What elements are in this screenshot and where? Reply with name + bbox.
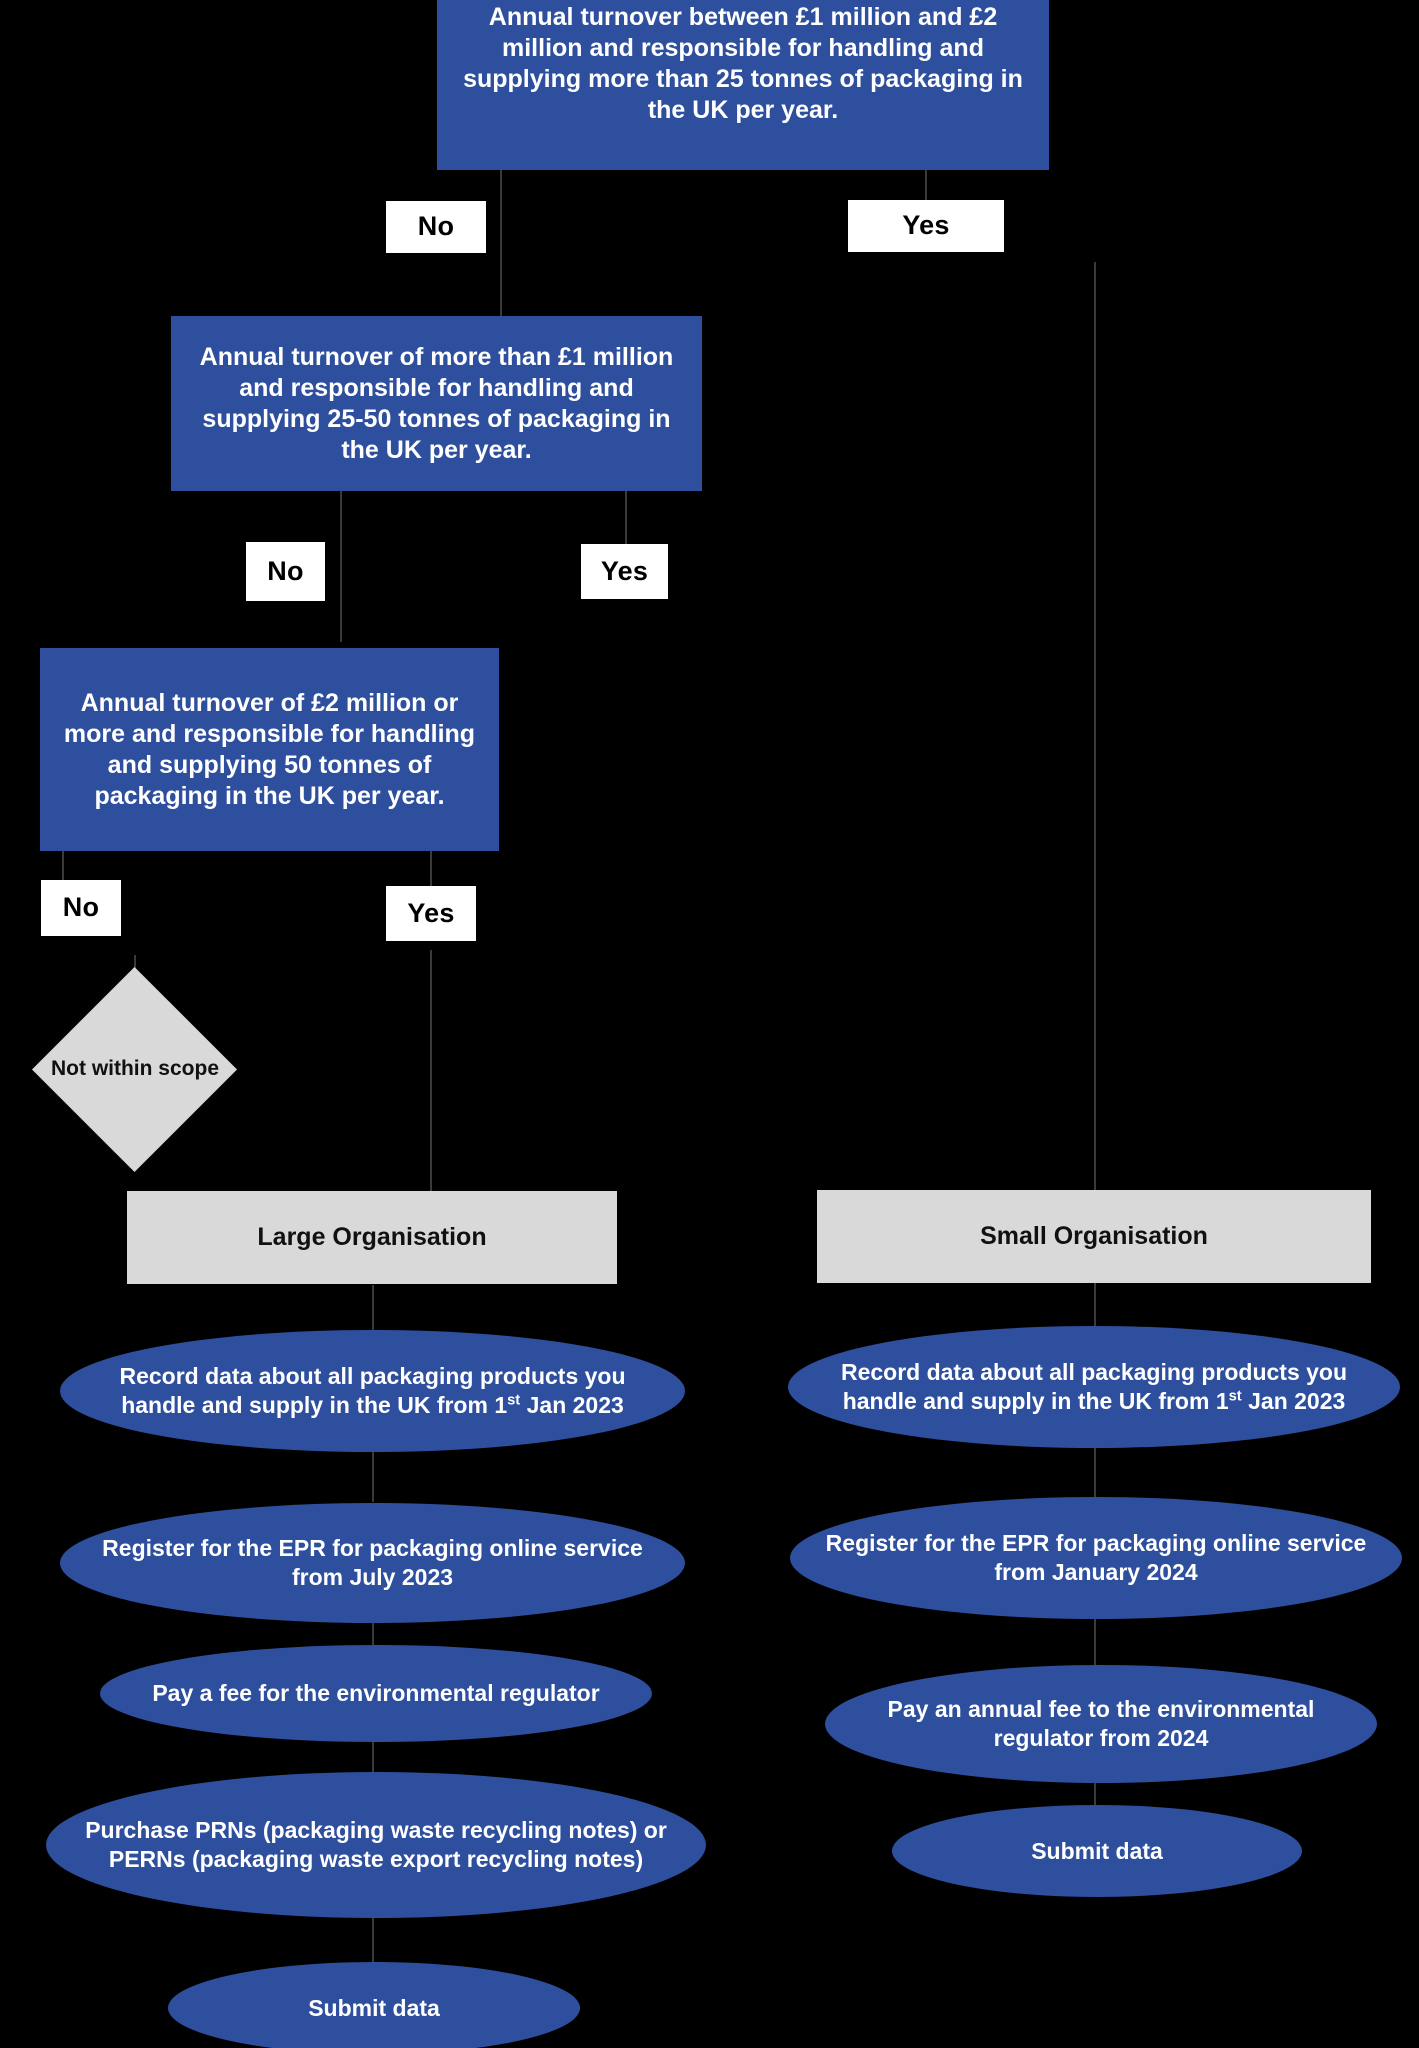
decision-2-text: Annual turnover of more than £1 million … bbox=[199, 342, 674, 464]
decision-1-text: Annual turnover between £1 million and £… bbox=[463, 3, 1023, 124]
lg-record-sup: st bbox=[507, 1392, 521, 1409]
branch-label-no-2-text: No bbox=[267, 555, 304, 586]
step-lg-pay-fee: Pay a fee for the environmental regulato… bbox=[100, 1645, 652, 1742]
header-small-organisation-text: Small Organisation bbox=[980, 1222, 1208, 1250]
step-sm-record-data: Record data about all packaging products… bbox=[788, 1326, 1400, 1448]
header-large-organisation-text: Large Organisation bbox=[257, 1223, 487, 1251]
sm-record-text-after: Jan 2023 bbox=[1241, 1388, 1346, 1414]
step-sm-submit-data: Submit data bbox=[892, 1805, 1302, 1897]
connector-d3-to-no bbox=[62, 850, 64, 892]
connector-small-org-to-record bbox=[1094, 1282, 1096, 1332]
step-lg-pay-fee-text: Pay a fee for the environmental regulato… bbox=[152, 1680, 600, 1707]
connector-yes-to-large-org bbox=[430, 950, 432, 1195]
connector-d3-to-yes bbox=[430, 850, 432, 892]
connector-d2-to-no bbox=[340, 490, 342, 642]
step-lg-register: Register for the EPR for packaging onlin… bbox=[60, 1503, 685, 1623]
decision-box-turnover-1m-2m: Annual turnover between £1 million and £… bbox=[437, 0, 1049, 170]
decision-3-text: Annual turnover of £2 million or more an… bbox=[63, 688, 476, 810]
step-sm-pay-fee: Pay an annual fee to the environmental r… bbox=[825, 1665, 1377, 1783]
connector-lg-payfee-to-prn bbox=[372, 1740, 374, 1786]
branch-label-yes-2[interactable]: Yes bbox=[581, 544, 668, 599]
branch-label-yes-3[interactable]: Yes bbox=[386, 886, 476, 941]
connector-d1-to-yes bbox=[925, 168, 927, 202]
sm-record-sup: st bbox=[1228, 1388, 1242, 1405]
connector-sm-payfee-to-submit bbox=[1094, 1760, 1096, 1810]
decision-box-turnover-over-1m: Annual turnover of more than £1 million … bbox=[171, 316, 702, 491]
step-lg-purchase-prn: Purchase PRNs (packaging waste recycling… bbox=[46, 1772, 706, 1918]
step-sm-register: Register for the EPR for packaging onlin… bbox=[790, 1497, 1402, 1619]
step-sm-submit-data-text: Submit data bbox=[1031, 1837, 1163, 1864]
connector-large-org-to-record bbox=[372, 1285, 374, 1340]
connector-d2-to-yes bbox=[625, 490, 627, 552]
branch-label-no-1-text: No bbox=[417, 211, 455, 242]
step-lg-submit-data-text: Submit data bbox=[308, 1994, 440, 2021]
step-sm-register-text: Register for the EPR for packaging onlin… bbox=[825, 1530, 1367, 1585]
connector-lg-prn-to-submit bbox=[372, 1915, 374, 1963]
branch-label-yes-2-text: Yes bbox=[600, 555, 649, 586]
step-lg-submit-data: Submit data bbox=[168, 1962, 580, 2048]
branch-label-yes-1[interactable]: Yes bbox=[848, 200, 1004, 252]
header-large-organisation: Large Organisation bbox=[127, 1191, 617, 1284]
branch-label-yes-3-text: Yes bbox=[407, 897, 455, 928]
terminator-not-within-scope: Not within scope bbox=[31, 966, 238, 1173]
sm-record-text-before: Record data about all packaging products… bbox=[840, 1359, 1348, 1414]
step-sm-pay-fee-text: Pay an annual fee to the environmental r… bbox=[887, 1696, 1315, 1751]
step-lg-register-text: Register for the EPR for packaging onlin… bbox=[102, 1535, 643, 1590]
terminator-label: Not within scope bbox=[15, 1039, 255, 1099]
terminator-label-text: Not within scope bbox=[51, 1057, 219, 1080]
lg-record-text-after: Jan 2023 bbox=[520, 1392, 624, 1418]
connector-lg-record-to-register bbox=[372, 1450, 374, 1502]
branch-label-no-1[interactable]: No bbox=[386, 201, 486, 253]
step-lg-purchase-prn-text: Purchase PRNs (packaging waste recycling… bbox=[85, 1817, 667, 1872]
connector-d1-to-no bbox=[500, 168, 502, 318]
step-lg-record-data: Record data about all packaging products… bbox=[60, 1330, 685, 1452]
connector-sm-record-to-register bbox=[1094, 1448, 1096, 1498]
step-lg-record-data-text: Record data about all packaging products… bbox=[90, 1362, 655, 1419]
branch-label-no-3[interactable]: No bbox=[41, 880, 121, 936]
branch-label-yes-1-text: Yes bbox=[902, 210, 950, 241]
branch-label-no-3-text: No bbox=[62, 892, 100, 923]
connector-d1yes-to-small-org bbox=[1094, 262, 1096, 1197]
branch-label-no-2[interactable]: No bbox=[246, 542, 325, 601]
connector-sm-register-to-payfee bbox=[1094, 1618, 1096, 1668]
lg-record-text-before: Record data about all packaging products… bbox=[119, 1363, 626, 1418]
decision-box-turnover-2m-or-more: Annual turnover of £2 million or more an… bbox=[40, 648, 499, 851]
step-sm-record-data-text: Record data about all packaging products… bbox=[818, 1358, 1370, 1415]
header-small-organisation: Small Organisation bbox=[817, 1190, 1371, 1283]
